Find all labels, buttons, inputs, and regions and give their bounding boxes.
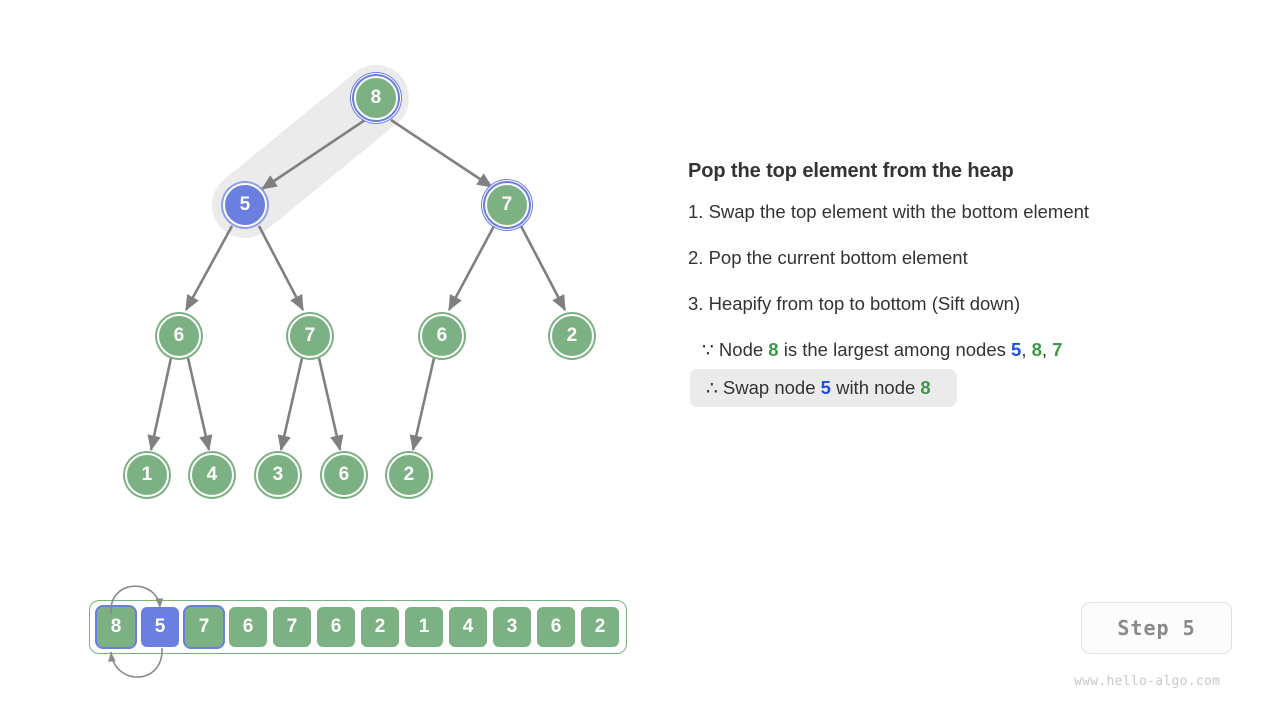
- tree-node-value: 4: [206, 464, 218, 485]
- tree-node-n0[interactable]: 8: [354, 76, 398, 120]
- array-cell-value: 6: [242, 616, 254, 637]
- edge-n4-n10: [317, 357, 344, 452]
- therefore-prefix: Swap node: [722, 377, 816, 398]
- step-badge-label: Step 5: [1117, 616, 1196, 640]
- therefore-symbol: ∴: [706, 377, 718, 398]
- array-cell-value: 7: [198, 616, 210, 637]
- because-symbol: ∵: [702, 339, 714, 360]
- array-cell-value: 2: [594, 616, 606, 637]
- array-cell-value: 8: [110, 616, 122, 637]
- heap-array: 8 5 7 6 7 6 2 1 4 3 6 2: [89, 600, 627, 654]
- array-cell-value: 3: [506, 616, 518, 637]
- tree-node-value: 8: [370, 87, 382, 108]
- array-cell-9[interactable]: 3: [491, 605, 533, 649]
- step-item-1: 1. Swap the top element with the bottom …: [688, 201, 1090, 222]
- array-cell-value: 5: [154, 616, 166, 637]
- tree-node-n5[interactable]: 6: [420, 314, 464, 358]
- tree-node-n3[interactable]: 6: [157, 314, 201, 358]
- explanation-panel: Pop the top element from the heap 1. Swa…: [688, 160, 1228, 415]
- because-candidate-1: 8: [1031, 339, 1042, 360]
- array-cell-8[interactable]: 4: [447, 605, 489, 649]
- array-cell-value: 2: [374, 616, 386, 637]
- watermark: www.hello-algo.com: [1074, 674, 1221, 689]
- array-cell-value: 1: [418, 616, 430, 637]
- tree-edges-layer: [147, 65, 567, 452]
- tree-node-n8[interactable]: 4: [190, 453, 234, 497]
- array-cell-value: 6: [330, 616, 342, 637]
- because-candidate-2: 7: [1052, 339, 1063, 360]
- because-line: ∵ Node 8 is the largest among nodes 5, 8…: [702, 339, 1228, 361]
- edge-n3-n8: [186, 357, 213, 452]
- array-cell-3[interactable]: 6: [227, 605, 269, 649]
- tree-node-value: 3: [272, 464, 284, 485]
- tree-node-value: 7: [501, 194, 513, 215]
- because-candidate-0: 5: [1011, 339, 1022, 360]
- array-cell-10[interactable]: 6: [535, 605, 577, 649]
- array-cell-5[interactable]: 6: [315, 605, 357, 649]
- edge-n3-n7: [147, 357, 173, 452]
- tree-node-n9[interactable]: 3: [256, 453, 300, 497]
- step-item-3: 3. Heapify from top to bottom (Sift down…: [688, 293, 1021, 314]
- because-sep-1: ,: [1041, 339, 1048, 360]
- tree-node-n6[interactable]: 2: [550, 314, 594, 358]
- tree-node-value: 6: [173, 325, 185, 346]
- array-cell-2[interactable]: 7: [183, 605, 225, 649]
- array-cell-value: 6: [550, 616, 562, 637]
- highlight-band: [212, 65, 409, 238]
- tree-node-value: 1: [141, 464, 153, 485]
- tree-node-n10[interactable]: 6: [322, 453, 366, 497]
- array-cell-7[interactable]: 1: [403, 605, 445, 649]
- edge-n5-n11: [409, 357, 436, 452]
- because-prefix: Node: [718, 339, 764, 360]
- edge-n2-n5: [447, 225, 496, 311]
- tree-node-value: 2: [566, 325, 578, 346]
- edge-n0-n1: [261, 116, 369, 191]
- tree-node-value: 2: [403, 464, 415, 485]
- because-sep-0: ,: [1021, 339, 1027, 360]
- tree-node-value: 6: [436, 325, 448, 346]
- tree-node-n4[interactable]: 7: [288, 314, 332, 358]
- because-node-value: 8: [768, 339, 779, 360]
- edge-n4-n9: [277, 357, 304, 452]
- because-middle: is the largest among nodes: [783, 339, 1006, 360]
- step-item-2: 2. Pop the current bottom element: [688, 247, 968, 268]
- therefore-middle: with node: [836, 377, 916, 398]
- therefore-node-b: 8: [920, 377, 931, 398]
- page-title: Pop the top element from the heap: [688, 160, 1014, 182]
- therefore-line: ∴ Swap node 5 with node 8: [690, 369, 957, 407]
- array-cell-1[interactable]: 5: [139, 605, 181, 649]
- array-cell-4[interactable]: 7: [271, 605, 313, 649]
- tree-node-n11[interactable]: 2: [387, 453, 431, 497]
- tree-node-value: 7: [304, 325, 316, 346]
- edge-n2-n6: [519, 225, 567, 311]
- edge-n1-n4: [257, 225, 305, 311]
- tree-node-value: 5: [239, 194, 251, 215]
- array-cell-0[interactable]: 8: [95, 605, 137, 649]
- edge-n0-n2: [390, 118, 493, 189]
- array-cell-value: 7: [286, 616, 298, 637]
- therefore-node-a: 5: [820, 377, 831, 398]
- array-cell-value: 4: [462, 616, 474, 637]
- tree-node-n1[interactable]: 5: [223, 183, 267, 227]
- edge-n1-n3: [184, 225, 234, 311]
- tree-edges: [147, 116, 567, 452]
- step-badge: Step 5: [1081, 602, 1232, 654]
- tree-node-n7[interactable]: 1: [125, 453, 169, 497]
- tree-node-n2[interactable]: 7: [485, 183, 529, 227]
- array-cell-11[interactable]: 2: [579, 605, 621, 649]
- array-cell-6[interactable]: 2: [359, 605, 401, 649]
- tree-node-value: 6: [338, 464, 350, 485]
